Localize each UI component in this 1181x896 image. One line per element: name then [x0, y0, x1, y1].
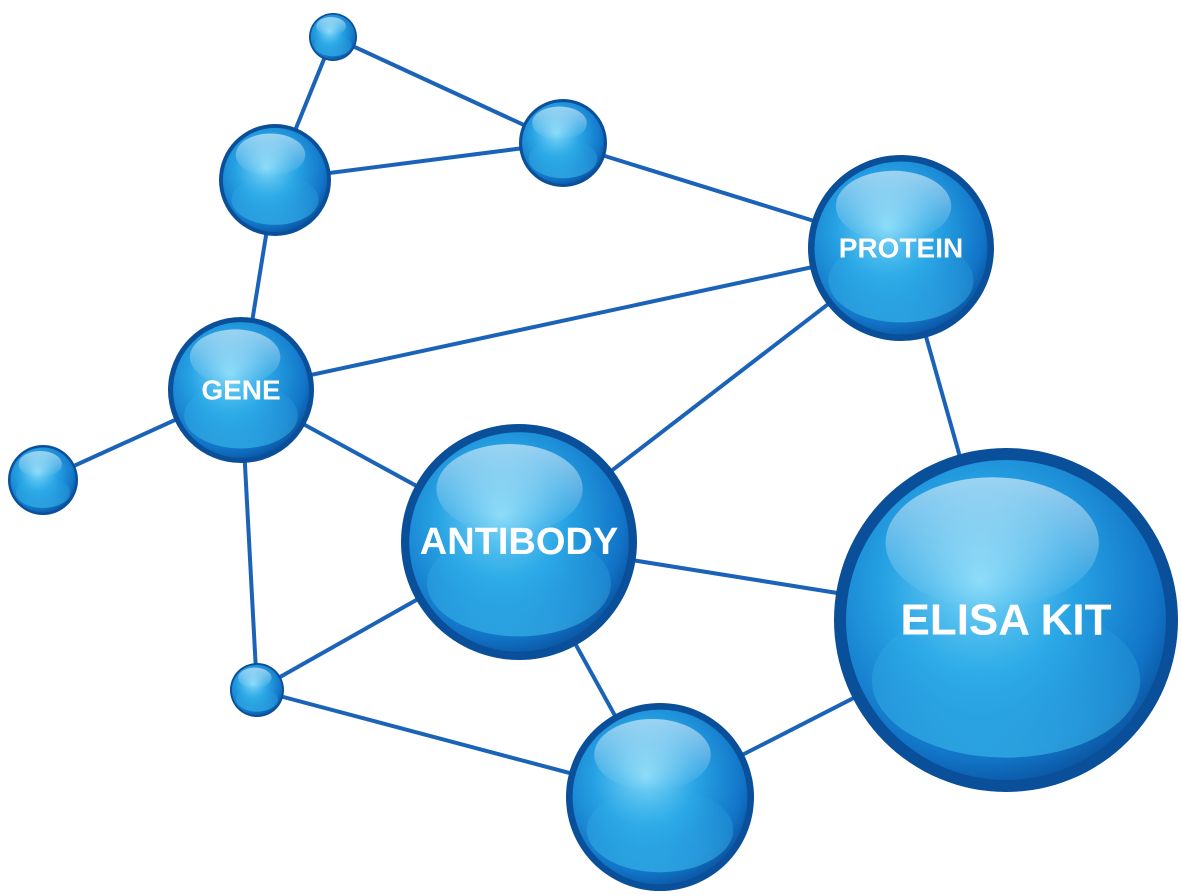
sphere-glow — [231, 174, 319, 225]
sphere-glow — [184, 382, 298, 449]
node-elisa-kit: ELISA KIT — [834, 448, 1178, 792]
node-antibody: ANTIBODY — [401, 424, 637, 660]
sphere-glow — [528, 138, 598, 179]
node-n-top — [309, 13, 357, 61]
sphere-gloss — [436, 444, 583, 534]
node-n-upper-mid — [519, 99, 607, 187]
sphere-gloss — [885, 477, 1099, 608]
sphere-gloss — [235, 133, 306, 177]
sphere-glow — [426, 530, 612, 637]
node-n-small-bottom — [230, 663, 284, 717]
sphere-glow — [828, 238, 974, 323]
nodes-layer: PROTEIN GENE ANTIBODY ELISA KIT — [8, 13, 1178, 891]
sphere-gloss — [594, 718, 711, 791]
node-label-antibody: ANTIBODY — [420, 521, 618, 563]
sphere-glow — [314, 34, 352, 57]
sphere-gloss — [316, 17, 346, 36]
sphere-glow — [586, 787, 734, 873]
sphere-gloss — [18, 450, 62, 478]
edge-gene-protein — [239, 246, 903, 392]
node-protein: PROTEIN — [808, 155, 994, 341]
sphere-glow — [15, 476, 71, 508]
sphere-gloss — [835, 170, 952, 242]
node-n-bottom — [566, 703, 754, 891]
node-label-protein: PROTEIN — [839, 233, 963, 264]
sphere-glow — [235, 687, 279, 712]
node-label-gene: GENE — [201, 375, 280, 406]
sphere-gloss — [532, 106, 587, 140]
sphere-gloss — [189, 329, 281, 385]
node-label-elisa-kit: ELISA KIT — [900, 596, 1111, 645]
sphere-glow — [871, 602, 1141, 758]
node-n-far-left — [8, 445, 78, 515]
node-gene: GENE — [168, 317, 314, 463]
sphere-gloss — [238, 667, 272, 689]
node-n-upper-left — [219, 124, 331, 236]
